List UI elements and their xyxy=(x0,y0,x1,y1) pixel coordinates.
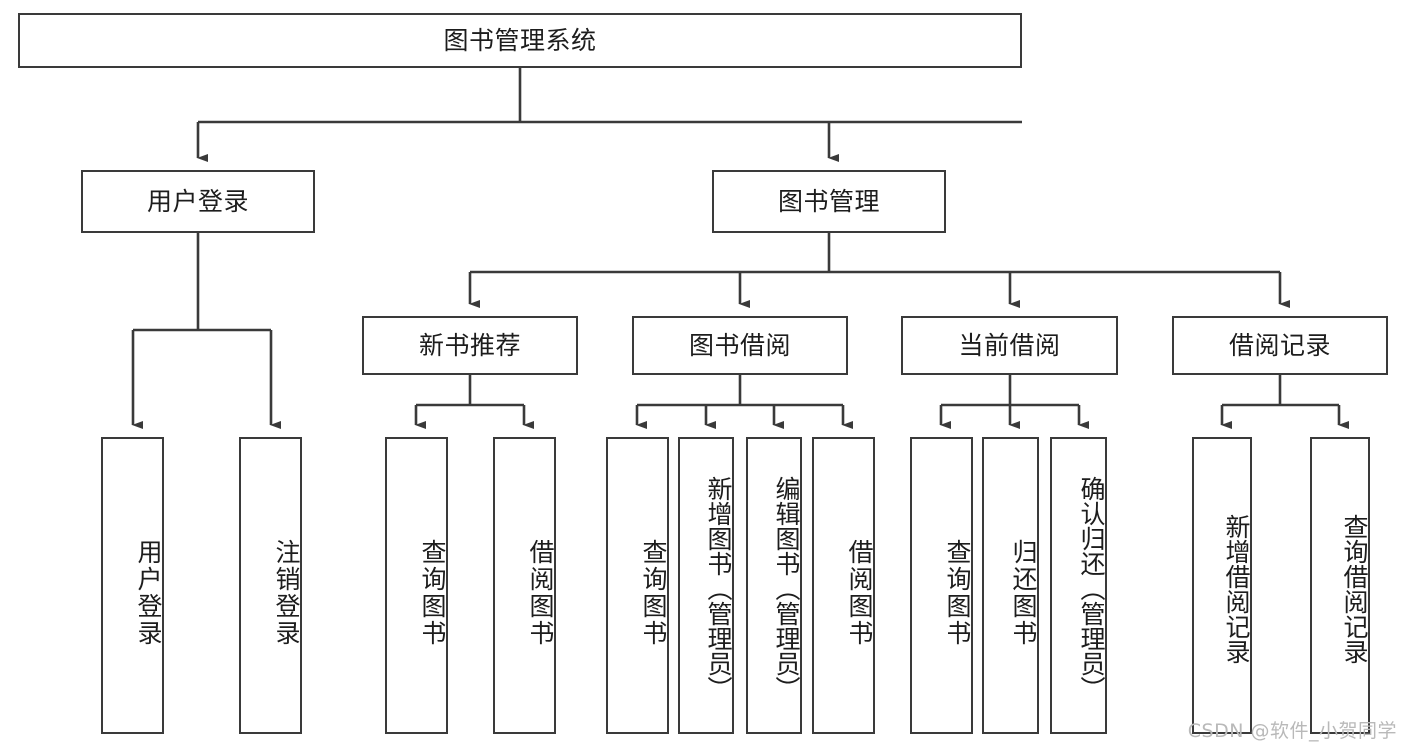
node-label: 借阅图书 xyxy=(845,538,874,647)
leaf-user-login-logout[interactable]: 注销登录 xyxy=(239,437,302,734)
node-book-management[interactable]: 图书管理 xyxy=(712,170,946,233)
node-label: 注销登录 xyxy=(272,538,301,647)
node-label: 归还图书 xyxy=(1009,538,1038,647)
node-current-borrow[interactable]: 当前借阅 xyxy=(901,316,1118,375)
node-label: 当前借阅 xyxy=(958,331,1061,360)
leaf-record-add-record[interactable]: 新增借阅记录 xyxy=(1192,437,1252,734)
leaf-user-login-login[interactable]: 用户登录 xyxy=(101,437,164,734)
node-borrow-record[interactable]: 借阅记录 xyxy=(1172,316,1388,375)
leaf-current-query-book[interactable]: 查询图书 xyxy=(910,437,973,734)
node-label: 用户登录 xyxy=(134,538,163,647)
leaf-borrow-query-book[interactable]: 查询图书 xyxy=(606,437,669,734)
node-label: 用户登录 xyxy=(146,187,249,216)
node-root-system[interactable]: 图书管理系统 xyxy=(18,13,1022,68)
node-label: 编辑图书（管理员） xyxy=(772,476,801,701)
node-label: 新书推荐 xyxy=(418,331,521,360)
node-new-book-recommend[interactable]: 新书推荐 xyxy=(362,316,578,375)
leaf-current-return-book[interactable]: 归还图书 xyxy=(982,437,1039,734)
node-user-login[interactable]: 用户登录 xyxy=(81,170,315,233)
watermark-text: CSDN @软件_小贺同学 xyxy=(1187,720,1397,742)
node-label: 借阅图书 xyxy=(526,538,555,647)
node-label: 图书管理系统 xyxy=(443,26,597,55)
node-label: 新增图书（管理员） xyxy=(704,476,733,701)
leaf-borrow-edit-book-admin[interactable]: 编辑图书（管理员） xyxy=(746,437,802,734)
node-label: 图书管理 xyxy=(777,187,880,216)
node-label: 查询图书 xyxy=(418,538,447,647)
leaf-borrow-add-book-admin[interactable]: 新增图书（管理员） xyxy=(678,437,734,734)
node-label: 图书借阅 xyxy=(688,331,791,360)
node-label: 新增借阅记录 xyxy=(1222,513,1251,664)
leaf-recommend-query-book[interactable]: 查询图书 xyxy=(385,437,448,734)
leaf-record-query-record[interactable]: 查询借阅记录 xyxy=(1310,437,1370,734)
node-book-borrow[interactable]: 图书借阅 xyxy=(632,316,848,375)
leaf-current-confirm-return-admin[interactable]: 确认归还（管理员） xyxy=(1050,437,1107,734)
leaf-borrow-borrow-book[interactable]: 借阅图书 xyxy=(812,437,875,734)
node-label: 查询图书 xyxy=(639,538,668,647)
node-label: 查询借阅记录 xyxy=(1340,513,1369,664)
node-label: 查询图书 xyxy=(943,538,972,647)
leaf-recommend-borrow-book[interactable]: 借阅图书 xyxy=(493,437,556,734)
node-label: 借阅记录 xyxy=(1228,331,1331,360)
node-label: 确认归还（管理员） xyxy=(1077,476,1106,701)
